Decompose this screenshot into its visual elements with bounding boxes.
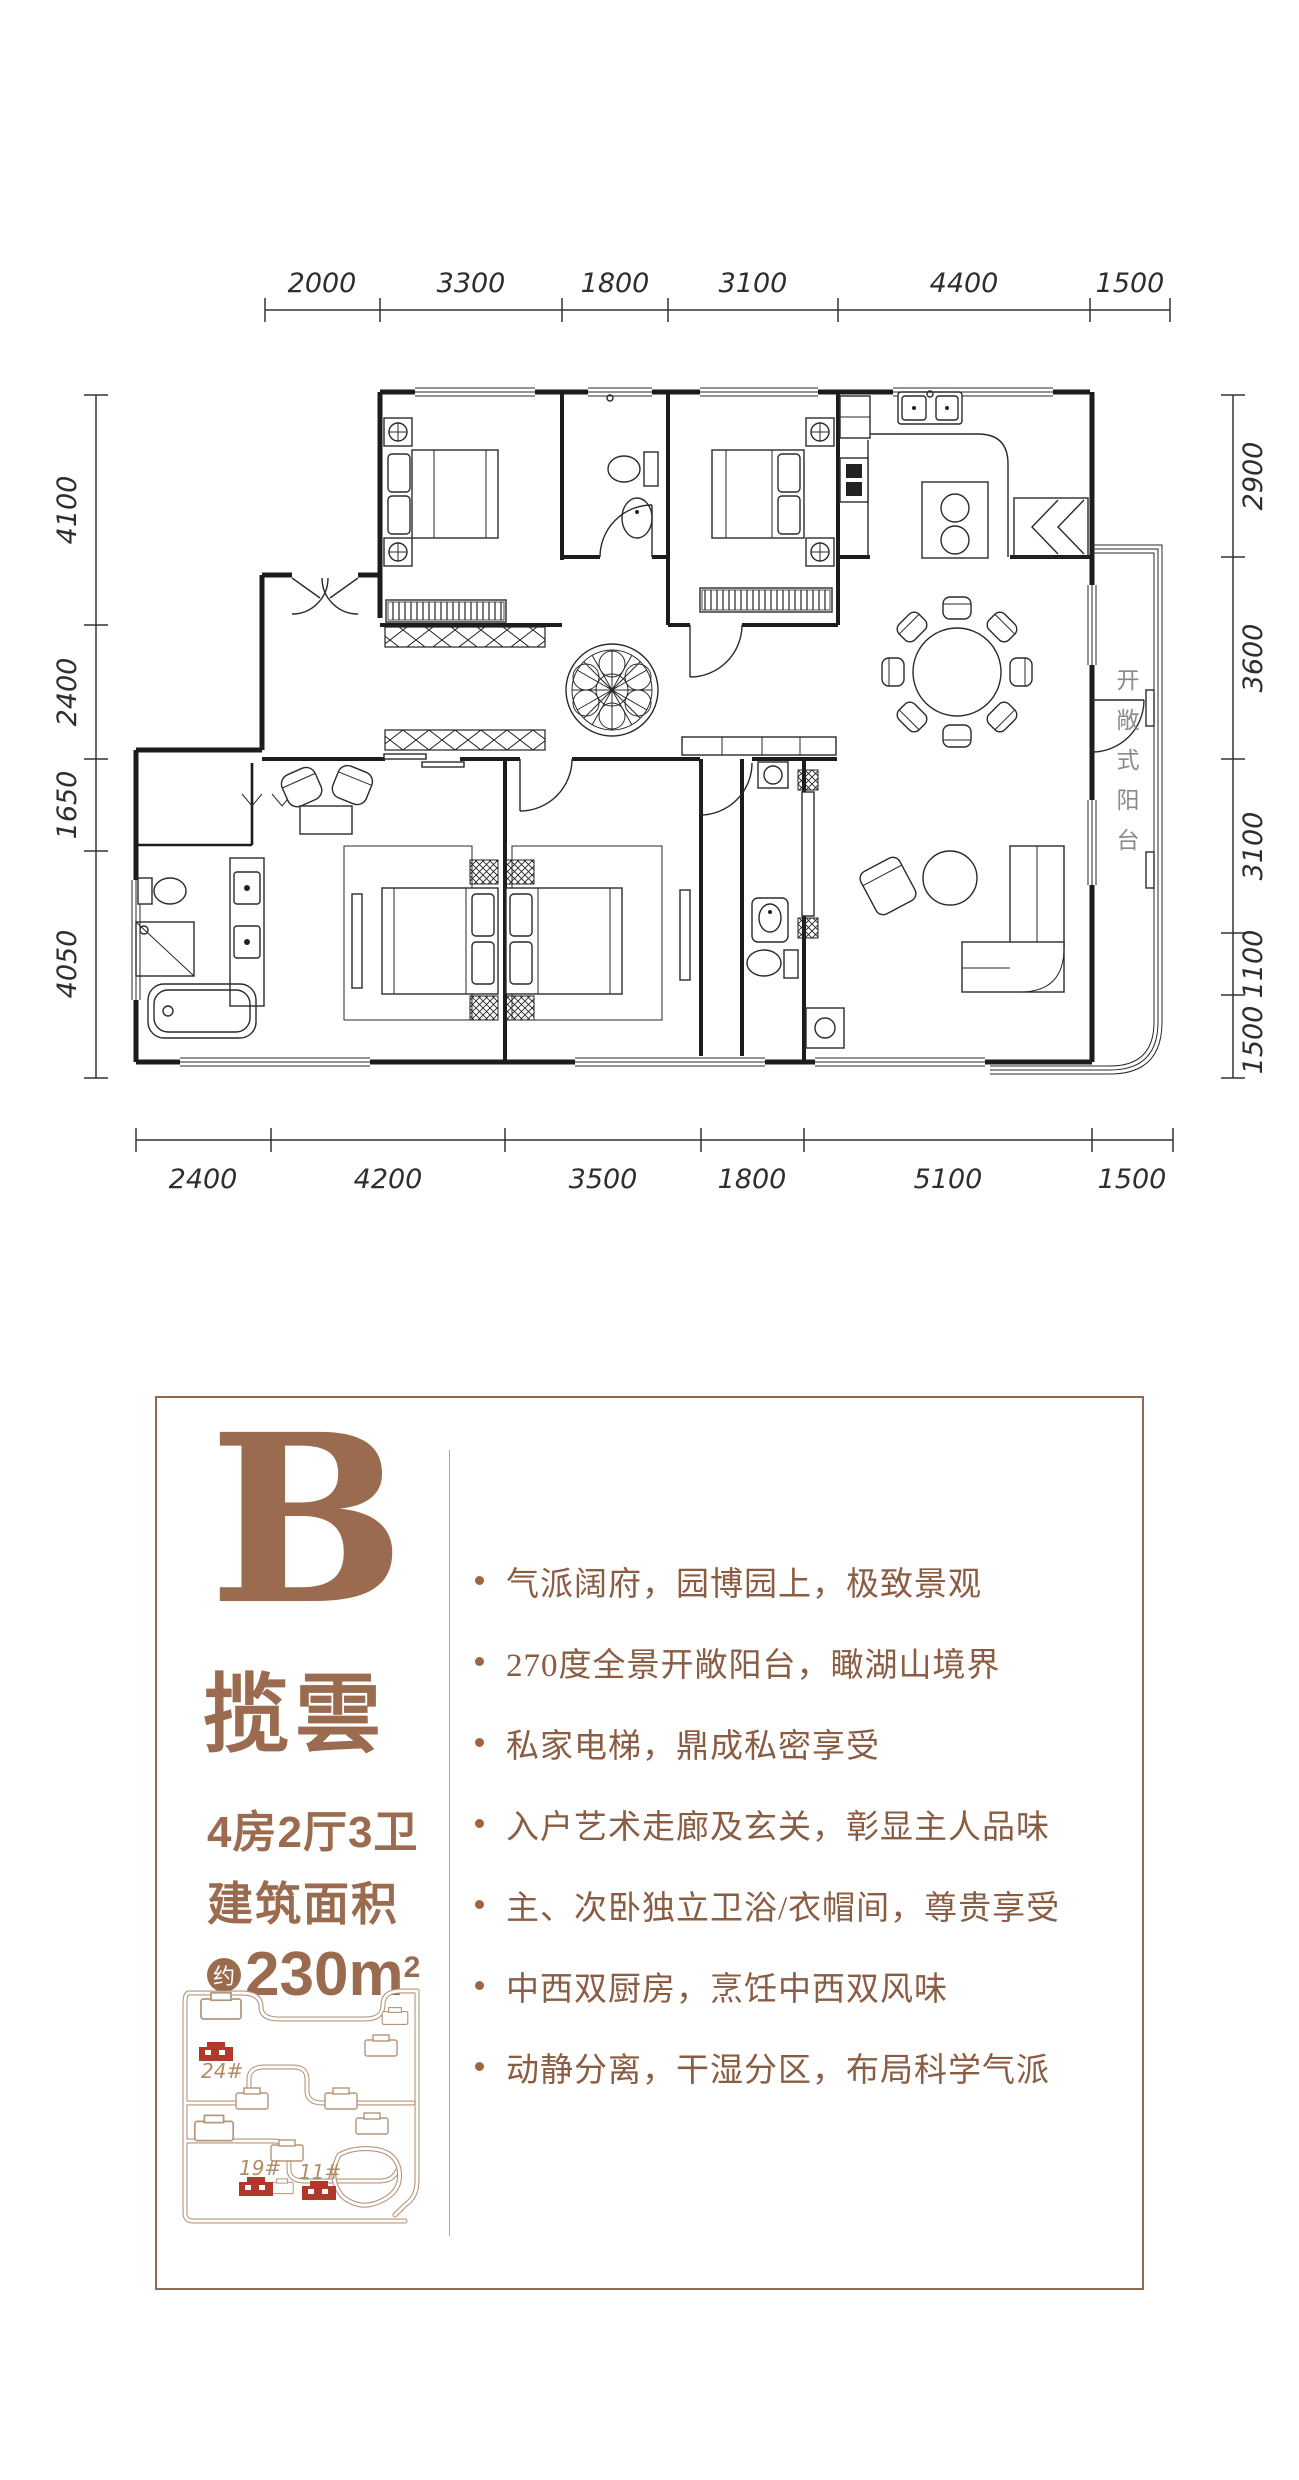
balcony-rail [990,544,1163,1075]
dim-label: 2400 [169,1164,238,1195]
bedroom-2 [699,417,835,613]
dim-label: 4400 [930,268,999,299]
bullet-dot-icon [475,1576,484,1585]
bullet-dot-icon [475,2062,484,2071]
list-item: 私家电梯，鼎成私密享受 [475,1702,1135,1783]
spec-rooms: 4房2厅3卫 [207,1808,419,1857]
dim-label: 4100 [52,476,83,545]
bathroom-2 [746,761,799,979]
rosette-window [565,643,659,737]
map-building-label: 11# [299,2160,341,2184]
list-item: 270度全景开敞阳台，瞰湖山境界 [475,1621,1135,1702]
area-approx-badge: 约 [207,1958,241,1992]
living-room [797,769,1065,1049]
feature-text: 气派阔府，园博园上，极致景观 [506,1566,982,1603]
list-item: 气派阔府，园博园上，极致景观 [475,1540,1135,1621]
feature-text: 中西双厨房，烹饪中西双风味 [506,1971,948,2008]
dim-chain-right: 2900 3600 3100 1100 1500 [1221,394,1269,1079]
dim-label: 4050 [52,930,83,999]
feature-list: 气派阔府，园博园上，极致景观 270度全景开敞阳台，瞰湖山境界 私家电梯，鼎成私… [475,1540,1135,2107]
site-minimap: 24# 19# 11# [182,1988,420,2224]
area-exponent: 2 [403,1951,421,1984]
unit-specs: 4房2厅3卫 建筑面积 约 230m2 [207,1796,420,2006]
dim-label: 1100 [1238,930,1269,999]
map-roads [182,1988,420,2224]
elevator [1013,497,1089,558]
area-value: 230m2 [245,1940,421,2009]
master-suite [135,764,499,1039]
windows [130,386,1098,1068]
dim-label: 1500 [1096,268,1165,299]
unit-letter: B [208,1383,406,1656]
unit-info-card: B 揽雲 4房2厅3卫 建筑面积 约 230m2 气派阔府，园博园上，极致景观 … [155,1396,1144,2290]
list-item: 动静分离，干湿分区，布局科学气派 [475,2026,1135,2107]
feature-text: 入户艺术走廊及玄关，彰显主人品味 [506,1809,1050,1846]
corridor [384,626,837,756]
list-item: 主、次卧独立卫浴/衣帽间，尊贵享受 [475,1864,1135,1945]
bullet-dot-icon [475,1738,484,1747]
unit-name: 揽雲 [203,1667,387,1763]
bedroom-3 [505,845,691,1021]
feature-text: 主、次卧独立卫浴/衣帽间，尊贵享受 [506,1890,1061,1927]
map-building-label: 24# [201,2059,243,2083]
dim-label: 2900 [1238,442,1269,511]
dim-label: 3100 [1238,812,1269,881]
kitchen [839,390,1089,559]
bullet-dot-icon [475,1819,484,1828]
list-item: 入户艺术走廊及玄关，彰显主人品味 [475,1783,1135,1864]
card-divider [449,1450,450,2236]
dim-label: 1500 [1098,1164,1167,1195]
open-balcony-label: 开敞式阳台 [1113,668,1139,868]
dim-label: 1800 [718,1164,787,1195]
dim-label: 3100 [719,268,788,299]
map-building-label: 19# [239,2156,281,2180]
floor-plan: 2000 3300 1800 3100 4400 1500 2400 4200 … [52,268,1269,1195]
dim-label: 2400 [52,658,83,727]
dim-label: 4200 [354,1164,423,1195]
list-item: 中西双厨房，烹饪中西双风味 [475,1945,1135,2026]
area-line: 约 230m2 [207,1944,420,2006]
bathroom-1 [606,394,659,539]
bullet-dot-icon [475,1900,484,1909]
dim-chain-top: 2000 3300 1800 3100 4400 1500 [264,268,1171,322]
feature-text: 270度全景开敞阳台，瞰湖山境界 [506,1647,1001,1684]
dining-room [881,596,1033,748]
dim-label: 3300 [437,268,506,299]
dim-label: 3600 [1238,624,1269,693]
dim-chain-bottom: 2400 4200 3500 1800 5100 1500 [135,1128,1174,1195]
dim-label: 2000 [288,268,357,299]
dim-label: 3500 [569,1164,638,1195]
bullet-dot-icon [475,1657,484,1666]
bedroom-1 [383,417,507,623]
dim-label: 5100 [914,1164,983,1195]
dim-label: 1800 [581,268,650,299]
spec-area-label: 建筑面积 [207,1878,399,1930]
dim-label: 1500 [1238,1006,1269,1075]
dim-chain-left: 4100 2400 1650 4050 [52,394,108,1079]
feature-text: 私家电梯，鼎成私密享受 [506,1728,880,1765]
bullet-dot-icon [475,1981,484,1990]
dim-label: 1650 [52,771,83,840]
feature-text: 动静分离，干湿分区，布局科学气派 [506,2052,1050,2089]
